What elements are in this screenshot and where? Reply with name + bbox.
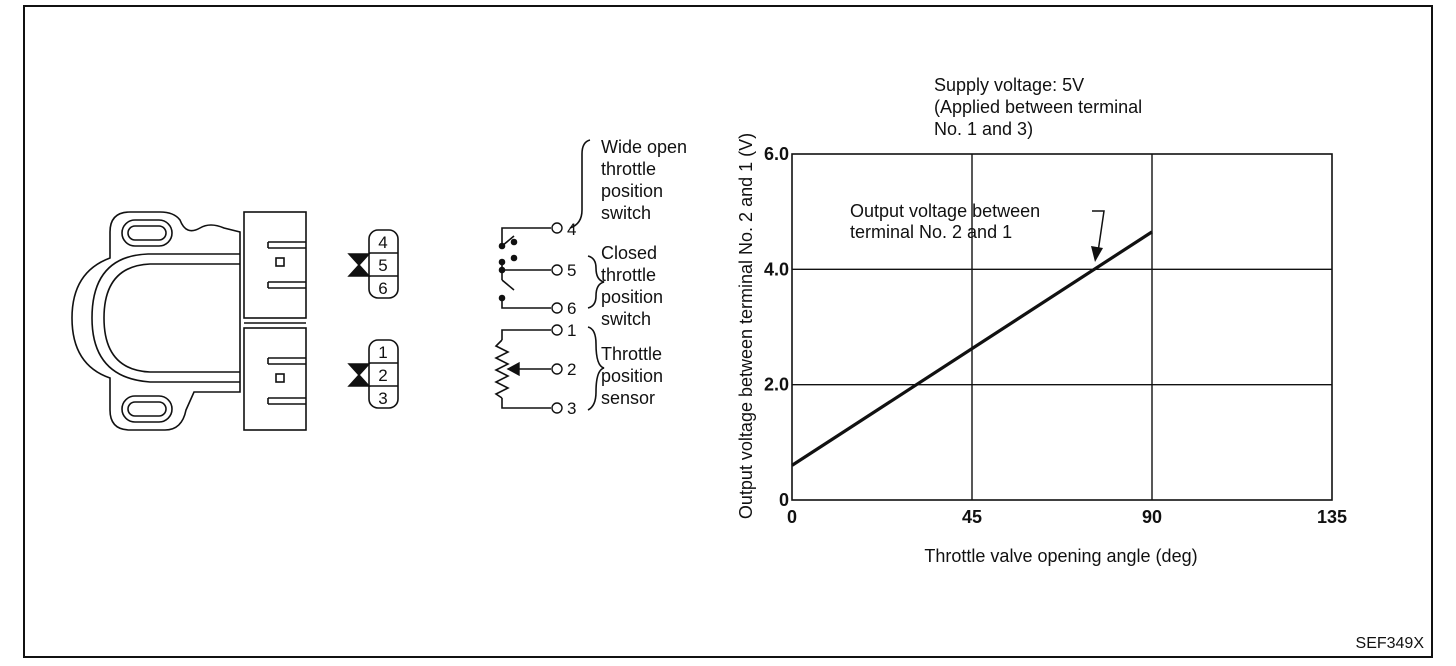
label-line: position (601, 287, 663, 307)
label-line: Wide open (601, 137, 687, 157)
x-tick-label: 135 (1317, 507, 1347, 527)
chart-series (791, 230, 1153, 467)
figure-reference-id: SEF349X (1356, 635, 1425, 652)
annotation-leader (1092, 210, 1105, 253)
connector-pin-3: 3 (378, 389, 387, 408)
chart-tick-labels: 0 45 90 135 0 2.0 4.0 6.0 (764, 144, 1347, 527)
circuit-terminal-labels: 4 5 6 1 2 3 (567, 220, 576, 418)
annotation-line: terminal No. 2 and 1 (850, 222, 1012, 242)
plot-area-border (791, 153, 1333, 501)
x-tick-label: 90 (1142, 507, 1162, 527)
sensor-body-drawing (71, 211, 307, 431)
label-line: sensor (601, 388, 655, 408)
connector-pin-1: 1 (378, 343, 387, 362)
x-tick-label: 0 (787, 507, 797, 527)
position-sensor-label: Throttle position sensor (601, 344, 663, 408)
label-line: switch (601, 203, 651, 223)
curve-annotation: Output voltage between terminal No. 2 an… (850, 201, 1105, 262)
y-axis-title: Output voltage between terminal No. 2 an… (736, 133, 756, 519)
circuit-marks (498, 222, 563, 414)
y-tick-label: 0 (779, 490, 789, 510)
terminal-1-label: 1 (567, 321, 576, 340)
terminal-6-label: 6 (567, 299, 576, 318)
label-line: Throttle (601, 344, 662, 364)
note-line: No. 1 and 3) (934, 119, 1033, 139)
connector-pin-5: 5 (378, 256, 387, 275)
connector-lower: 1 2 3 (347, 339, 399, 409)
y-tick-label: 6.0 (764, 144, 789, 164)
closed-switch-label: Closed throttle position switch (601, 243, 663, 329)
label-line: position (601, 366, 663, 386)
terminal-4-label: 4 (567, 220, 576, 239)
wide-open-switch-label: Wide open throttle position switch (601, 137, 687, 223)
x-axis-title: Throttle valve opening angle (deg) (924, 546, 1197, 566)
annotation-line: Output voltage between (850, 201, 1040, 221)
label-line: Closed (601, 243, 657, 263)
supply-voltage-note: Supply voltage: 5V (Applied between term… (934, 75, 1142, 139)
connector-upper: 4 5 6 (347, 229, 399, 299)
output-voltage-line (791, 230, 1153, 467)
connector-pin-2: 2 (378, 366, 387, 385)
chart-grid (791, 153, 1333, 501)
terminal-3-label: 3 (567, 399, 576, 418)
figure-frame (23, 5, 1433, 658)
connector-pin-6: 6 (378, 279, 387, 298)
label-line: position (601, 181, 663, 201)
connector-pin-4: 4 (378, 233, 387, 252)
annotation-arrowhead (1091, 246, 1103, 262)
note-line: Supply voltage: 5V (934, 75, 1084, 95)
label-line: throttle (601, 265, 656, 285)
note-line: (Applied between terminal (934, 97, 1142, 117)
label-line: switch (601, 309, 651, 329)
y-tick-label: 2.0 (764, 375, 789, 395)
label-line: throttle (601, 159, 656, 179)
terminal-2-label: 2 (567, 360, 576, 379)
terminal-5-label: 5 (567, 261, 576, 280)
x-tick-label: 45 (962, 507, 982, 527)
y-tick-label: 4.0 (764, 259, 789, 279)
voltage-chart: 0 45 90 135 0 2.0 4.0 6.0 Throttle valve openin… (736, 133, 1347, 566)
